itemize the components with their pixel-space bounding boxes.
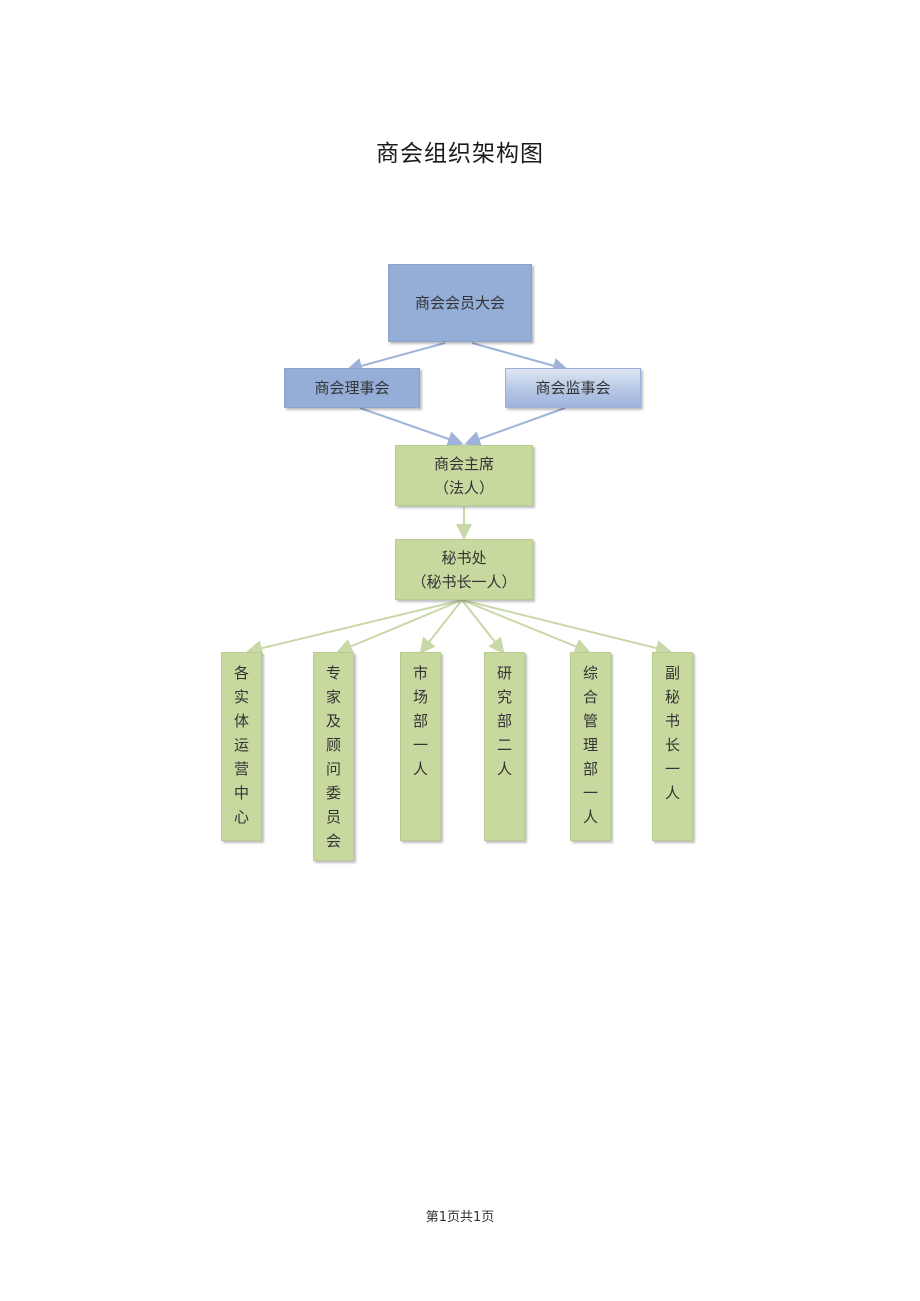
char: 顾 [325,736,341,754]
char: 营 [233,760,249,778]
node-label: 商会会员大会 [414,294,505,312]
char: 人 [496,760,512,778]
char: 一 [664,760,680,778]
char: 研 [496,664,512,682]
node-member-assembly: 商会会员大会 [388,264,532,342]
char: 一 [412,736,428,754]
node-sublabel: （秘书长一人） [411,572,517,591]
char: 管 [582,712,598,730]
page-title: 商会组织架构图 [376,141,544,167]
char: 人 [664,784,680,802]
char: 部 [496,712,512,730]
node-label: 商会监事会 [535,379,611,397]
char: 中 [233,784,249,802]
node-supervisory-board: 商会监事会 [505,368,641,408]
char: 理 [582,736,598,754]
node-sublabel: （法人） [433,478,494,497]
node-dept-research: 研 究 部 二 人 [484,652,525,841]
char: 人 [412,760,428,778]
char: 合 [582,688,598,706]
char: 实 [233,688,249,706]
char: 员 [325,808,341,826]
node-dept-expert-committee: 专 家 及 顾 问 委 员 会 [313,652,354,861]
node-deputy-secretary-general: 副 秘 书 长 一 人 [652,652,693,841]
char: 心 [233,808,249,826]
node-dept-operations-centers: 各 实 体 运 营 中 心 [221,652,262,841]
char: 长 [664,736,680,754]
char: 秘 [664,688,680,706]
page-footer: 第1页共1页 [425,1210,495,1225]
char: 专 [325,664,341,682]
char: 部 [412,712,428,730]
node-chairman: 商会主席 （法人） [395,445,533,506]
char: 综 [582,664,598,682]
node-dept-marketing: 市 场 部 一 人 [400,652,441,841]
char: 运 [233,736,249,754]
char: 问 [325,760,341,778]
char: 一 [582,784,598,802]
node-label: 秘书处 [441,548,487,567]
char: 部 [582,760,598,778]
node-label: 商会理事会 [314,379,390,397]
char: 人 [582,808,598,826]
char: 书 [664,712,680,730]
char: 二 [496,736,512,754]
char: 副 [664,664,680,682]
char: 会 [325,832,341,850]
char: 及 [325,712,341,730]
node-council: 商会理事会 [284,368,420,408]
char: 委 [325,784,341,802]
node-label: 商会主席 [433,454,494,473]
char: 家 [325,688,341,706]
char: 究 [496,688,512,706]
char: 市 [412,664,428,682]
char: 各 [233,664,249,682]
node-dept-general-admin: 综 合 管 理 部 一 人 [570,652,611,841]
node-secretariat: 秘书处 （秘书长一人） [395,539,533,600]
char: 体 [233,712,249,730]
char: 场 [412,688,428,706]
